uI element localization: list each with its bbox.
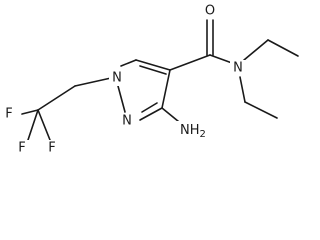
bond-cf3-f2 xyxy=(37,109,51,141)
atom-fluorine-2: F xyxy=(48,141,55,156)
atom-n1-nitrogen: N xyxy=(112,71,122,86)
bond-c4-carbonyl xyxy=(169,54,211,71)
amino-subscript: 2 xyxy=(200,129,206,140)
bond-ch2-cf3 xyxy=(37,85,76,111)
atom-fluorine-3: F xyxy=(18,141,25,156)
atom-fluorine-1: F xyxy=(5,107,12,122)
bond-n1-ch2 xyxy=(74,77,112,87)
bonds xyxy=(21,19,299,141)
atom-amide-nitrogen: N xyxy=(233,61,243,76)
bond-c5-c4 xyxy=(135,59,171,71)
bond-n-ethyl1-ch2 xyxy=(243,39,269,61)
bond-c5-c4-inner xyxy=(139,65,167,75)
bond-carbonyl-n xyxy=(209,54,233,64)
bond-n1-c5 xyxy=(120,59,137,67)
amino-nh-label: NH xyxy=(180,123,200,138)
bond-ethyl1-ch3 xyxy=(267,39,299,57)
bond-c3-n2-inner xyxy=(141,102,158,113)
bond-n2-n1 xyxy=(117,85,126,113)
bond-n-ethyl2-ch2 xyxy=(239,76,246,103)
atom-oxygen: O xyxy=(205,4,215,19)
bond-cf3-f3 xyxy=(27,109,39,141)
bond-cf3-f1 xyxy=(21,109,39,115)
atom-n2-nitrogen: N xyxy=(122,114,132,129)
atom-amino-group: NH2 xyxy=(180,123,206,140)
bond-ethyl2-ch3 xyxy=(244,101,278,119)
chemical-structure: O N N N NH2 F F F xyxy=(1,3,299,156)
bond-c4-c3 xyxy=(161,69,171,109)
atom-labels: O N N N NH2 F F F xyxy=(1,3,246,156)
bond-c3-n2 xyxy=(139,107,163,121)
